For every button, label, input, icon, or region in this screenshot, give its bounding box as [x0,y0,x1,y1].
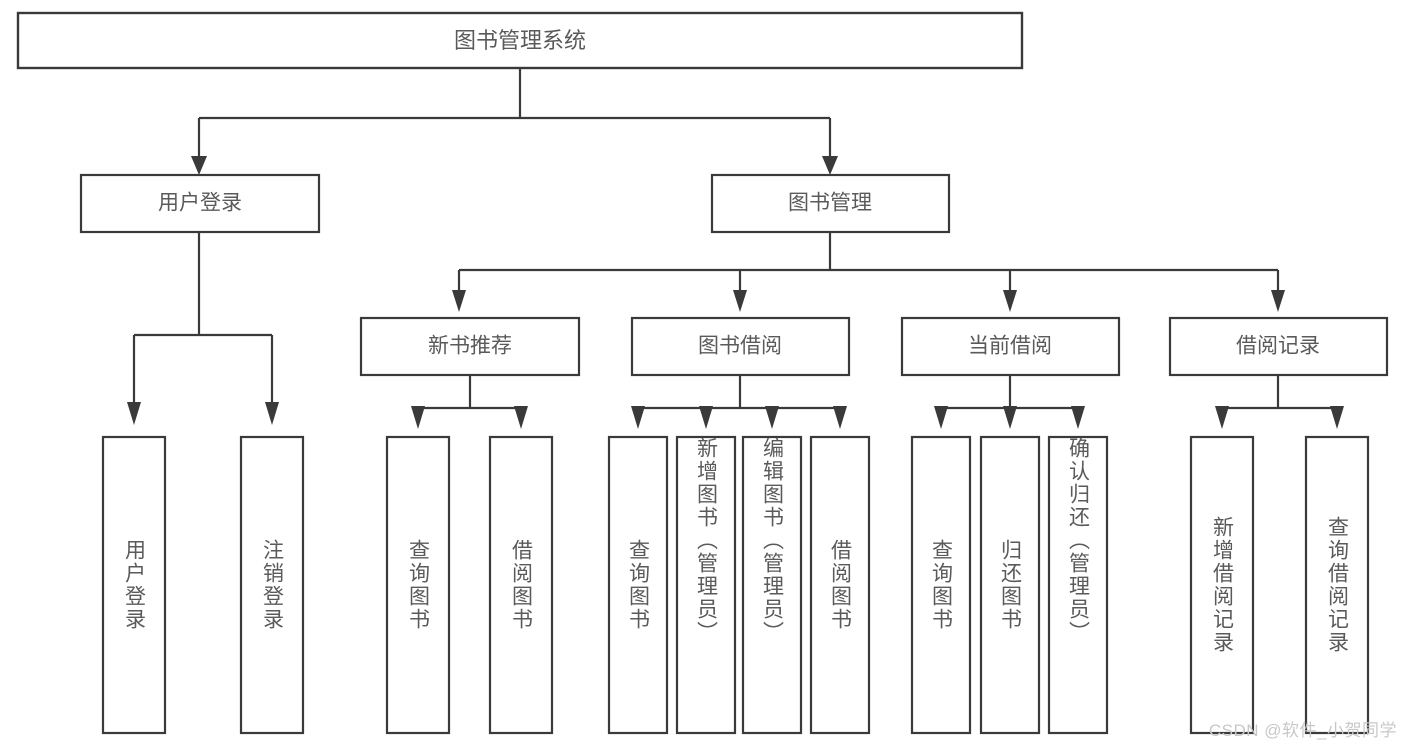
arrow-head-leaf-current-borrow-1 [934,406,948,429]
node-user-login-box[interactable] [79,173,321,234]
leaf-box-user-login-2[interactable] [239,435,305,735]
leaf-box-book-borrow-3[interactable] [741,435,803,735]
node-book-mgmt[interactable]: 图书管理 [710,173,951,234]
leaf-box-book-borrow-1[interactable] [607,435,669,735]
leaf-box-new-book-2[interactable] [488,435,554,735]
leaf-box-borrow-record-1[interactable] [1189,435,1255,735]
node-user-login-label: 用户登录 [158,192,242,215]
connector-group-book-borrow [631,375,847,429]
node-new-book-recommend[interactable]: 新书推荐 [359,316,581,377]
leaf-box-new-book-1[interactable] [385,435,451,735]
node-book-mgmt-box[interactable] [710,173,951,234]
arrow-head-leaf-new-book-2 [514,406,528,429]
arrow-head-leaf-book-borrow-2 [699,406,713,429]
arrow-head-borrow-record [1271,290,1285,312]
leaf-box-borrow-record-2[interactable] [1304,435,1370,735]
leaf-box-book-borrow-2[interactable] [675,435,737,735]
leaf-box-book-borrow-4[interactable] [809,435,871,735]
arrow-head-leaf-borrow-record-2 [1330,406,1344,429]
node-borrow-record-box[interactable] [1168,316,1389,377]
node-current-borrow-label: 当前借阅 [968,335,1052,358]
arrow-head-leaf-book-borrow-3 [765,406,779,429]
arrow-head-leaf-user-login-2 [265,402,279,425]
node-current-borrow-box[interactable] [900,316,1121,377]
arrow-head-leaf-current-borrow-2 [1003,406,1017,429]
connector-group-root [191,68,838,175]
csdn-watermark: CSDN @软件_小贺同学 [1208,721,1397,740]
node-root[interactable]: 图书管理系统 [16,11,1024,70]
node-book-borrow[interactable]: 图书借阅 [630,316,851,377]
arrow-head-leaf-new-book-1 [411,406,425,429]
connector-group-borrow-record [1215,375,1344,429]
node-book-borrow-box[interactable] [630,316,851,377]
node-user-login[interactable]: 用户登录 [79,173,321,234]
leaf-box-current-borrow-1[interactable] [910,435,972,735]
node-book-borrow-label: 图书借阅 [698,335,782,358]
arrow-head-leaf-book-borrow-4 [833,406,847,429]
node-book-mgmt-label: 图书管理 [788,192,872,215]
node-borrow-record[interactable]: 借阅记录 [1168,316,1389,377]
arrow-head-new-book [452,290,466,312]
leaf-group-current-borrow [910,435,1109,735]
node-new-book-recommend-box[interactable] [359,316,581,377]
connector-group-book-mgmt [452,232,1285,312]
node-borrow-record-label: 借阅记录 [1236,335,1320,358]
arrow-head-book-mgmt [822,156,838,175]
arrow-head-leaf-borrow-record-1 [1215,406,1229,429]
arrow-head-user-login [191,156,207,175]
leaf-group-borrow-record [1189,435,1370,735]
node-new-book-recommend-label: 新书推荐 [428,335,512,358]
connector-group-user-login [127,232,279,425]
leaf-box-user-login-1[interactable] [101,435,167,735]
connector-group-current-borrow [934,375,1085,429]
arrow-head-leaf-user-login-1 [127,402,141,425]
connector-group-new-book [411,375,528,429]
leaf-box-current-borrow-2[interactable] [979,435,1041,735]
leaf-group-user-login [101,435,305,735]
leaf-group-new-book-recommend [385,435,554,735]
leaf-box-current-borrow-3[interactable] [1047,435,1109,735]
arrow-head-leaf-book-borrow-1 [631,406,645,429]
arrow-head-leaf-current-borrow-3 [1071,406,1085,429]
leaf-group-book-borrow [607,435,871,735]
node-current-borrow[interactable]: 当前借阅 [900,316,1121,377]
node-root-box[interactable] [16,11,1024,70]
arrow-head-book-borrow [733,290,747,312]
node-root-label: 图书管理系统 [454,28,586,53]
arrow-head-current-borrow [1003,290,1017,312]
